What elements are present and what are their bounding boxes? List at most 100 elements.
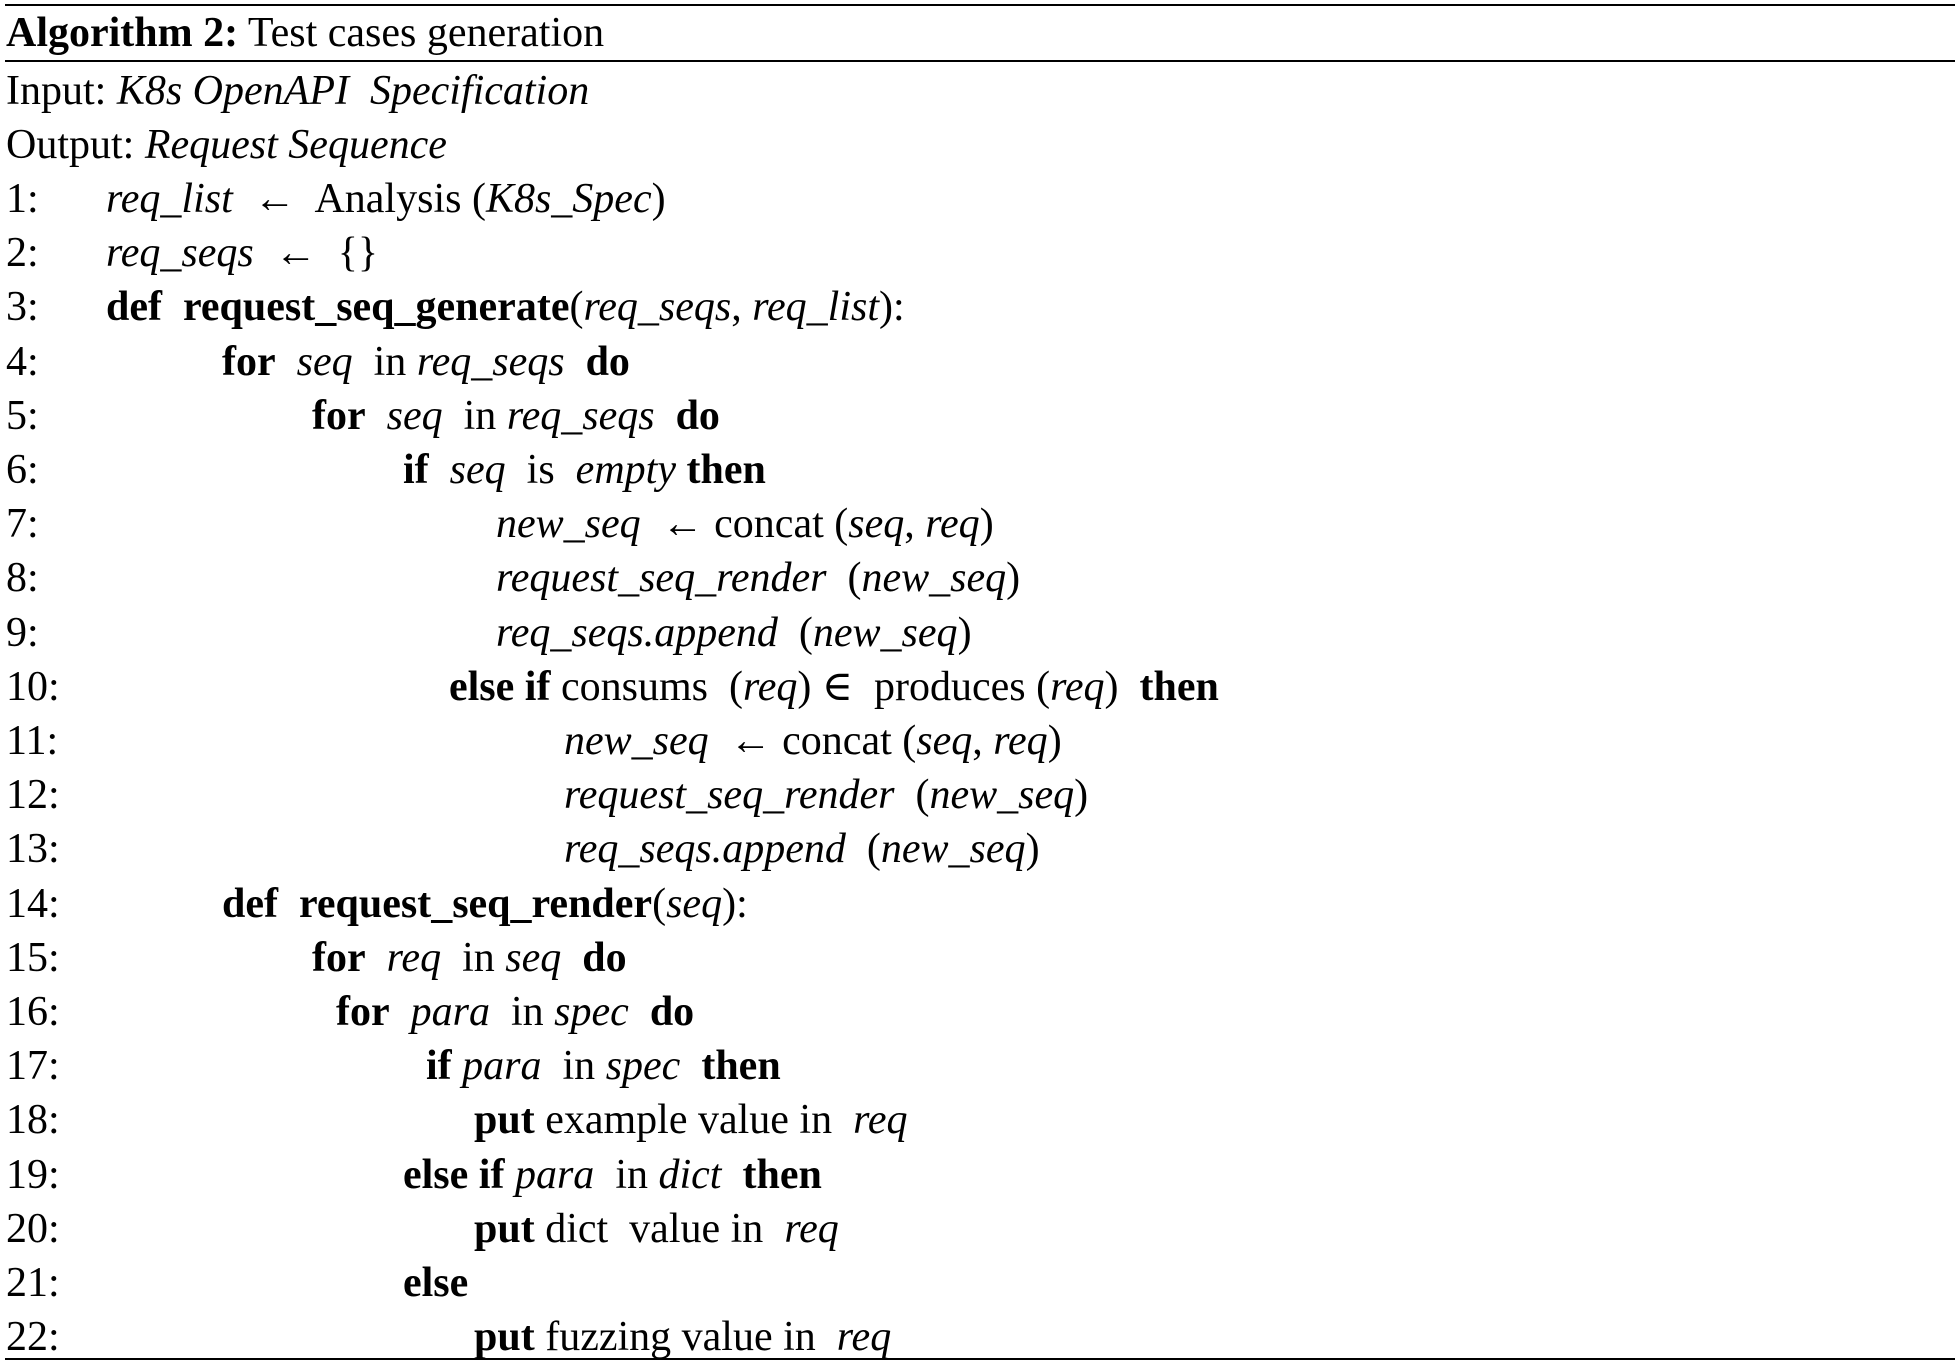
identifier: seq [505,934,562,981]
identifier: req [853,1097,908,1144]
code-text [561,935,582,981]
code-text [276,339,297,385]
identifier: req [1050,663,1105,710]
code-text: ← {} [253,230,379,277]
code-text [565,339,586,385]
line-number: 17: [6,1043,60,1090]
keyword: then [686,447,766,493]
code-text: in [541,1043,606,1090]
identifier: req [925,501,980,548]
bottom-rule [5,1358,1955,1360]
identifier: req [742,663,798,710]
line-code: put dict value in req [474,1202,839,1256]
identifier: para [514,1151,595,1198]
line-code: for seq in req_seqs do [222,335,630,389]
line-code: req_list ← Analysis (K8s_Spec) [106,172,666,226]
code-text: ( [845,826,881,873]
keyword: for [312,934,366,981]
code-text: ) [1047,718,1062,764]
keyword: then [701,1043,781,1090]
code-text: ) [979,501,994,548]
line-code: put example value in req [474,1093,908,1147]
keyword: else [403,1260,469,1306]
input-label: Input: [6,68,107,114]
code-text [429,447,450,493]
input-line: Input: K8s OpenAPI Specification [6,64,589,118]
line-code: new_seq ← concat (seq, req) [496,497,994,551]
identifier: req [836,1314,892,1361]
identifier: req_list [106,176,233,222]
top-rule [5,4,1955,6]
code-text: in [352,338,417,385]
identifier: spec [605,1043,681,1090]
line-number: 14: [6,880,60,927]
identifier: seq [449,447,506,493]
algorithm-name: Test cases generation [247,10,605,56]
line-number: 12: [6,772,60,819]
identifier: seq [386,392,443,439]
keyword: put [474,1314,535,1361]
line-code: for para in spec do [336,985,694,1039]
line-number: 1: [6,176,39,222]
code-text [390,989,411,1035]
code-text: ( [826,555,862,602]
identifier: new_seq [861,555,1007,602]
code-text: ) ∈ produces ( [797,663,1051,710]
keyword: for [336,989,390,1035]
code-text: consums ( [550,663,743,710]
line-code: request_seq_render (new_seq) [564,768,1088,822]
identifier: req_list [752,284,880,331]
code-text: ← concat ( [708,718,917,764]
line-number: 19: [6,1151,60,1198]
identifier: req_seqs [106,230,254,277]
code-text: ) [651,176,666,222]
line-code: if seq is empty then [403,443,766,497]
keyword: def request_seq_generate [106,284,570,331]
line-number: 15: [6,934,60,981]
keyword: then [742,1151,822,1198]
keyword: put [474,1205,535,1252]
identifier: req_seqs [583,284,732,331]
identifier: req_seqs.append [496,609,778,656]
keyword: def request_seq_render [222,880,653,927]
keyword: put [474,1097,535,1144]
code-text: dict value in [534,1205,785,1252]
output-label: Output: [6,122,135,168]
identifier: para [462,1043,542,1090]
line-number: 10: [6,663,60,710]
identifier: request_seq_render [564,772,895,819]
algorithm-title: Algorithm 2: Test cases generation [6,6,604,60]
line-number: 16: [6,989,60,1035]
identifier: new_seq [496,501,641,548]
code-text: is [505,447,576,493]
code-text: ( [894,772,930,819]
identifier: new_seq [880,826,1026,873]
code-text: ): [879,284,905,331]
code-text [655,393,676,439]
code-text [680,1043,701,1089]
output-line: Output: Request Sequence [6,118,447,172]
identifier: req_seqs.append [564,826,846,873]
line-number: 9: [6,609,39,656]
keyword: if [403,447,429,493]
code-text: ) [957,609,972,656]
line-number: 18: [6,1097,60,1144]
keyword: do [675,392,720,439]
code-text: , [731,284,753,331]
code-text [366,393,387,439]
line-number: 2: [6,230,39,277]
code-text [504,1152,515,1198]
identifier: seq [666,880,723,927]
line-number: 22: [6,1314,60,1361]
identifier: K8s_Spec [485,176,652,222]
code-text: ← concat ( [640,501,849,548]
line-code: else if consums (req) ∈ produces (req) t… [449,660,1219,714]
code-text [629,989,650,1035]
identifier: req_seqs [506,392,655,439]
identifier: seq [296,338,353,385]
identifier: dict [658,1151,722,1198]
line-code: if para in spec then [426,1039,781,1093]
code-text: ) [1074,772,1089,819]
line-number: 13: [6,826,60,873]
identifier: req [386,934,442,981]
